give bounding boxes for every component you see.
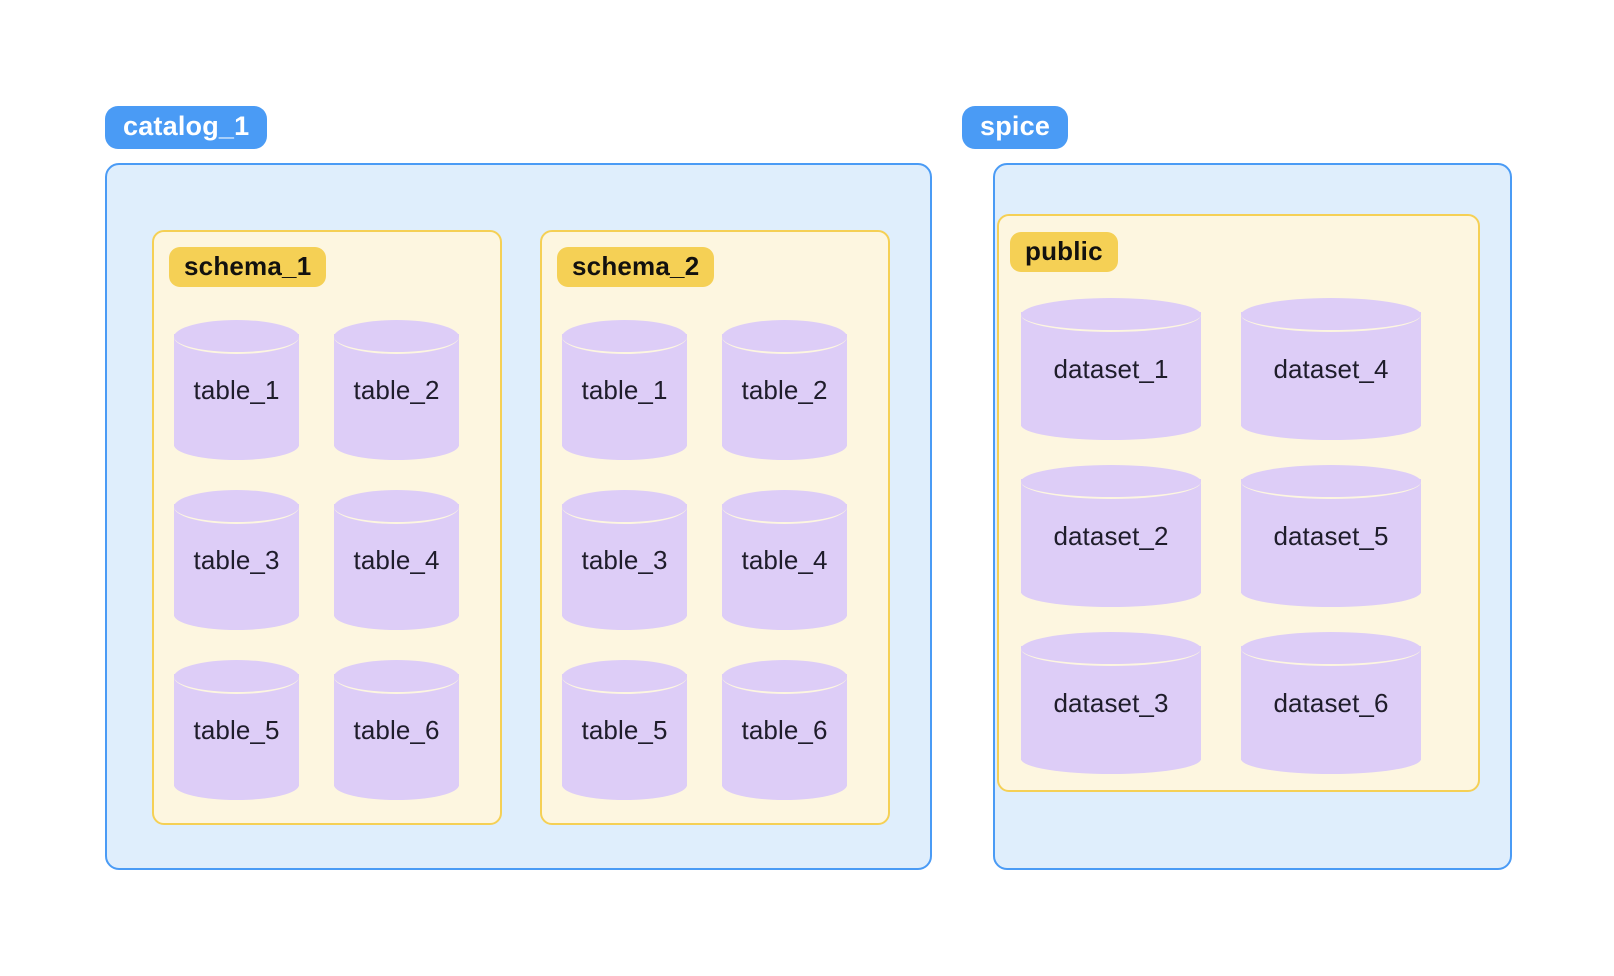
cylinder-top xyxy=(722,490,847,524)
cylinder-label: table_1 xyxy=(193,374,280,405)
table-cylinder[interactable]: table_6 xyxy=(722,660,847,800)
schema-badge-schema-1[interactable]: schema_1 xyxy=(169,247,327,287)
cylinder-top xyxy=(562,320,687,354)
cylinder-top xyxy=(722,320,847,354)
cylinder-label: dataset_1 xyxy=(1053,353,1169,384)
table-cylinder[interactable]: table_4 xyxy=(334,490,459,630)
table-cylinder[interactable]: table_5 xyxy=(174,660,299,800)
cylinder-top xyxy=(1241,298,1421,332)
cylinder-top xyxy=(1021,298,1201,332)
catalog-badge-catalog-1[interactable]: catalog_1 xyxy=(105,106,268,149)
cylinder-top xyxy=(1021,465,1201,499)
catalog-panel-catalog-1: schema_1 table_1 table_2 xyxy=(105,163,932,870)
dataset-cylinder[interactable]: dataset_1 xyxy=(1021,298,1201,440)
cylinder-label: dataset_4 xyxy=(1273,353,1389,384)
cylinder-top xyxy=(174,320,299,354)
table-cylinder[interactable]: table_2 xyxy=(334,320,459,460)
table-cylinder[interactable]: table_3 xyxy=(174,490,299,630)
dataset-cylinder[interactable]: dataset_2 xyxy=(1021,465,1201,607)
cylinder-label: dataset_2 xyxy=(1053,520,1169,551)
cylinder-top xyxy=(562,660,687,694)
cylinder-top xyxy=(334,490,459,524)
cylinder-top xyxy=(562,490,687,524)
cylinder-top xyxy=(174,660,299,694)
cylinder-label: table_3 xyxy=(193,544,280,575)
cylinder-top xyxy=(174,490,299,524)
cylinder-label: dataset_6 xyxy=(1273,687,1389,718)
cylinder-label: table_2 xyxy=(353,374,440,405)
object-grid-schema-1: table_1 table_2 table_3 xyxy=(174,320,484,800)
cylinder-top xyxy=(1241,465,1421,499)
catalog-badge-spice[interactable]: spice xyxy=(962,106,1069,149)
dataset-cylinder[interactable]: dataset_6 xyxy=(1241,632,1421,774)
table-cylinder[interactable]: table_1 xyxy=(174,320,299,460)
cylinder-top xyxy=(334,320,459,354)
cylinder-top xyxy=(1241,632,1421,666)
dataset-cylinder[interactable]: dataset_4 xyxy=(1241,298,1421,440)
catalog-panel-spice: public dataset_1 dataset_4 xyxy=(993,163,1512,870)
table-cylinder[interactable]: table_2 xyxy=(722,320,847,460)
table-cylinder[interactable]: table_4 xyxy=(722,490,847,630)
table-cylinder[interactable]: table_6 xyxy=(334,660,459,800)
dataset-cylinder[interactable]: dataset_5 xyxy=(1241,465,1421,607)
cylinder-label: table_1 xyxy=(581,374,668,405)
cylinder-label: table_6 xyxy=(741,714,828,745)
table-cylinder[interactable]: table_5 xyxy=(562,660,687,800)
object-grid-schema-2: table_1 table_2 table_3 xyxy=(562,320,872,800)
schema-box-schema-1: schema_1 table_1 table_2 xyxy=(152,230,502,825)
schema-box-public: public dataset_1 dataset_4 xyxy=(997,214,1480,792)
cylinder-label: dataset_3 xyxy=(1053,687,1169,718)
table-cylinder[interactable]: table_1 xyxy=(562,320,687,460)
schema-box-schema-2: schema_2 table_1 table_2 xyxy=(540,230,890,825)
cylinder-label: table_4 xyxy=(741,544,828,575)
cylinder-label: dataset_5 xyxy=(1273,520,1389,551)
cylinder-top xyxy=(334,660,459,694)
schema-badge-schema-2[interactable]: schema_2 xyxy=(557,247,715,287)
cylinder-top xyxy=(722,660,847,694)
cylinder-label: table_5 xyxy=(581,714,668,745)
dataset-cylinder[interactable]: dataset_3 xyxy=(1021,632,1201,774)
object-grid-public: dataset_1 dataset_4 dataset_2 xyxy=(1021,298,1461,774)
cylinder-label: table_6 xyxy=(353,714,440,745)
table-cylinder[interactable]: table_3 xyxy=(562,490,687,630)
schema-badge-public[interactable]: public xyxy=(1010,232,1118,272)
cylinder-label: table_5 xyxy=(193,714,280,745)
cylinder-label: table_4 xyxy=(353,544,440,575)
cylinder-label: table_3 xyxy=(581,544,668,575)
cylinder-label: table_2 xyxy=(741,374,828,405)
cylinder-top xyxy=(1021,632,1201,666)
